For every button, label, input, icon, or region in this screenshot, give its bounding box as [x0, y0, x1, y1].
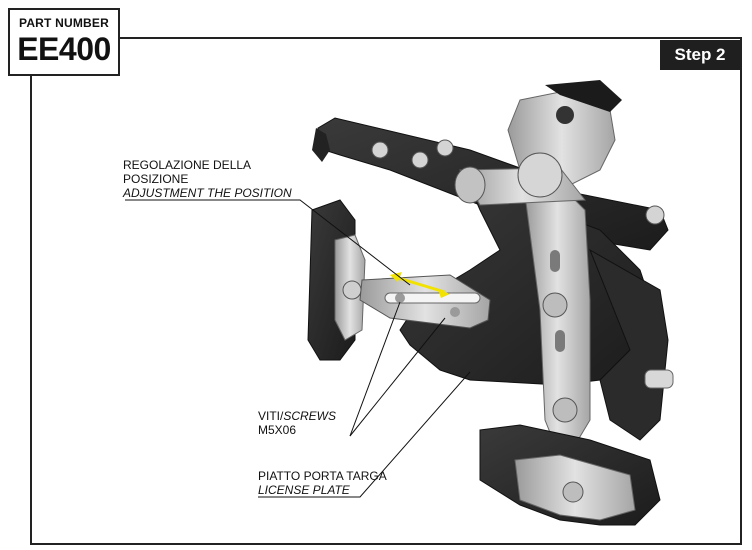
- adjustment-label-italian-2: POSIZIONE: [123, 172, 189, 186]
- part-number-label: PART NUMBER: [19, 16, 109, 30]
- vertical-silver-arm: [524, 184, 591, 446]
- pivot-cylinder: [454, 152, 586, 206]
- slotted-adjustment-plate: [359, 274, 491, 329]
- leader-lines: [125, 199, 471, 498]
- screws-label: VITI/SCREWS M5X06: [258, 409, 336, 437]
- license-plate-label: PIATTO PORTA TARGA LICENSE PLATE: [258, 469, 387, 497]
- step-badge: Step 2: [660, 40, 740, 70]
- adjustment-label: REGOLAZIONE DELLA POSIZIONE ADJUSTMENT T…: [123, 158, 292, 200]
- screws-code: M5X06: [258, 423, 297, 437]
- adjustment-label-english: ADJUSTMENT THE POSITION: [123, 186, 292, 200]
- part-number-box: PART NUMBER EE400: [8, 8, 120, 76]
- license-plate-holder-lower: [479, 424, 661, 526]
- drawing-frame: [30, 37, 742, 545]
- license-plate-label-english: LICENSE PLATE: [258, 483, 350, 497]
- screws-label-italian: VITI/: [258, 409, 284, 423]
- license-plate-label-italian: PIATTO PORTA TARGA: [258, 469, 387, 483]
- screws-label-english: SCREWS: [283, 409, 337, 423]
- adjustment-label-italian-1: REGOLAZIONE DELLA: [123, 158, 252, 172]
- part-number-value: EE400: [17, 31, 111, 67]
- indicator-bracket: [307, 199, 366, 361]
